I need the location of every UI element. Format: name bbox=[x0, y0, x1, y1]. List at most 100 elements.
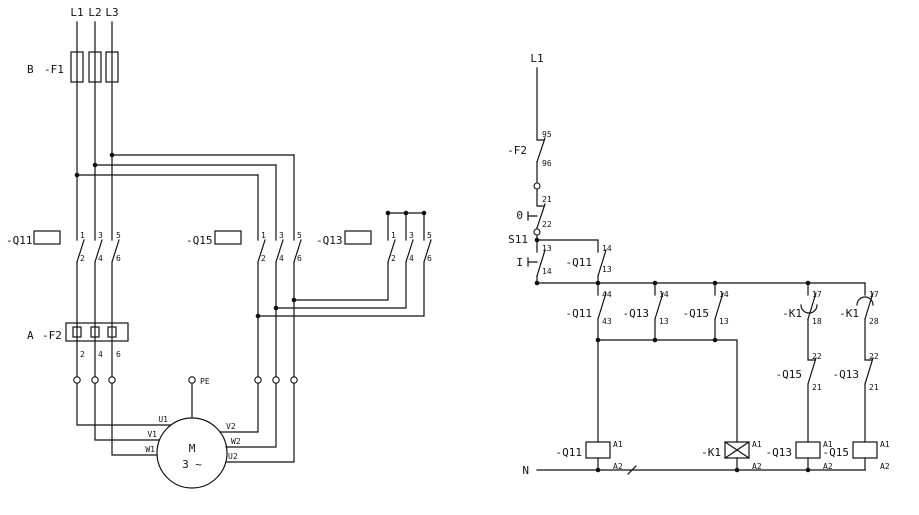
start-terminal-13: 13 bbox=[542, 244, 552, 253]
q11-sealin-13: 13 bbox=[602, 265, 612, 274]
coil-k1-cross bbox=[724, 441, 750, 459]
q13-terminal-3: 3 bbox=[409, 231, 414, 240]
fuse-element bbox=[105, 51, 119, 83]
q11-terminal-4: 4 bbox=[98, 254, 103, 263]
k1-contact1-18: 18 bbox=[812, 317, 822, 326]
pe-terminal-circle bbox=[188, 376, 196, 384]
motor-v1: V1 bbox=[147, 430, 157, 439]
station-s11-label: S11 bbox=[508, 233, 528, 246]
q11-aux-label: -Q11 bbox=[566, 307, 593, 320]
terminal-circle bbox=[108, 376, 116, 384]
coil-q15-box bbox=[852, 441, 878, 459]
q15-interlock-label: -Q15 bbox=[776, 368, 803, 381]
fuse-element bbox=[70, 51, 84, 83]
contactor-q15-label: -Q15 bbox=[186, 234, 213, 247]
q11-terminal-6: 6 bbox=[116, 254, 121, 263]
coil-q11-label: -Q11 bbox=[556, 446, 583, 459]
terminal-circle bbox=[533, 228, 541, 236]
neutral-break-mark bbox=[627, 465, 637, 475]
terminal-circle bbox=[272, 376, 280, 384]
phase-l1: L1 bbox=[70, 6, 83, 19]
coil-k1-a1: A1 bbox=[752, 440, 762, 449]
row-marker-b: B bbox=[27, 63, 34, 76]
control-junction-dots bbox=[534, 237, 811, 473]
q11-aux-43: 43 bbox=[602, 317, 612, 326]
stop-button-actuator bbox=[527, 211, 538, 221]
power-junction-dots bbox=[74, 152, 427, 319]
overload-f2-label: -F2 bbox=[42, 329, 62, 342]
control-circuit bbox=[527, 67, 878, 475]
stop-terminal-22: 22 bbox=[542, 220, 552, 229]
k1-contact2-17: 17 bbox=[869, 290, 879, 299]
overload-heater bbox=[107, 326, 117, 338]
k1-contact2-28: 28 bbox=[869, 317, 879, 326]
coil-q11-a2: A2 bbox=[613, 462, 623, 471]
q11-sealin-label: -Q11 bbox=[566, 256, 593, 269]
motor-v2: V2 bbox=[226, 422, 236, 431]
coils bbox=[585, 441, 878, 471]
pe-label: PE bbox=[200, 377, 210, 386]
contactor-q13-box bbox=[344, 230, 372, 245]
q11-terminal-5: 5 bbox=[116, 231, 121, 240]
coil-lead-wires bbox=[597, 457, 866, 471]
coil-q15-label: -Q15 bbox=[823, 446, 850, 459]
overload-heater bbox=[90, 326, 100, 338]
power-circuit bbox=[33, 21, 432, 489]
q15-aux-14: 14 bbox=[719, 290, 729, 299]
coil-q15-a2: A2 bbox=[880, 462, 890, 471]
start-button-label: I bbox=[516, 256, 523, 269]
start-terminal-14: 14 bbox=[542, 267, 552, 276]
start-button-actuator bbox=[527, 257, 538, 267]
motor-3ph: 3 ~ bbox=[182, 458, 202, 471]
k1-contact1-17: 17 bbox=[812, 290, 822, 299]
q13-terminal-6: 6 bbox=[427, 254, 432, 263]
stop-terminal-21: 21 bbox=[542, 195, 552, 204]
terminal-circle bbox=[91, 376, 99, 384]
terminal-circle bbox=[533, 182, 541, 190]
q13-aux-13: 13 bbox=[659, 317, 669, 326]
k1-time-delay-symbols bbox=[800, 296, 874, 314]
q15-interlock-22: 22 bbox=[812, 352, 822, 361]
q13-terminal-4: 4 bbox=[409, 254, 414, 263]
contactor-q11-label: -Q11 bbox=[6, 234, 33, 247]
fuse-f1-symbol bbox=[70, 51, 119, 83]
f2-terminal-6: 6 bbox=[116, 350, 121, 359]
q13-branch-wires bbox=[257, 212, 425, 317]
motor-u1: U1 bbox=[158, 415, 168, 424]
terminal-circle bbox=[254, 376, 262, 384]
q11-aux-44: 44 bbox=[602, 290, 612, 299]
q15-terminal-2: 2 bbox=[261, 254, 266, 263]
supply-wires bbox=[76, 21, 295, 241]
k1-contact2-label: -K1 bbox=[839, 307, 859, 320]
f2-terminal-4: 4 bbox=[98, 350, 103, 359]
motor-w1: W1 bbox=[145, 445, 155, 454]
phase-l2: L2 bbox=[88, 6, 101, 19]
coil-q11-a1: A1 bbox=[613, 440, 623, 449]
overload-heater bbox=[72, 326, 82, 338]
coil-q13-a2: A2 bbox=[823, 462, 833, 471]
coil-k1-label: -K1 bbox=[701, 446, 721, 459]
coil-q13-box bbox=[795, 441, 821, 459]
q11-terminal-1: 1 bbox=[80, 231, 85, 240]
motor-symbol bbox=[156, 383, 228, 489]
sealin-blade bbox=[597, 249, 607, 277]
q15-terminal-3: 3 bbox=[279, 231, 284, 240]
power-contact-blades bbox=[76, 239, 432, 263]
k1-and-interlock-blades bbox=[807, 292, 874, 385]
contactor-q15-box bbox=[214, 230, 242, 245]
q15-terminal-5: 5 bbox=[297, 231, 302, 240]
control-main-blades bbox=[536, 137, 546, 277]
fuse-element bbox=[88, 51, 102, 83]
ctrl-f2-label: -F2 bbox=[507, 144, 527, 157]
q13-interlock-label: -Q13 bbox=[833, 368, 860, 381]
terminal-circle bbox=[290, 376, 298, 384]
contactor-q11-box bbox=[33, 230, 61, 245]
coil-q11-box bbox=[585, 441, 611, 459]
terminal-circle bbox=[73, 376, 81, 384]
coil-q15-a1: A1 bbox=[880, 440, 890, 449]
k1-branch-wires bbox=[807, 282, 873, 443]
q13-terminal-1: 1 bbox=[391, 231, 396, 240]
coil-q13-label: -Q13 bbox=[766, 446, 793, 459]
